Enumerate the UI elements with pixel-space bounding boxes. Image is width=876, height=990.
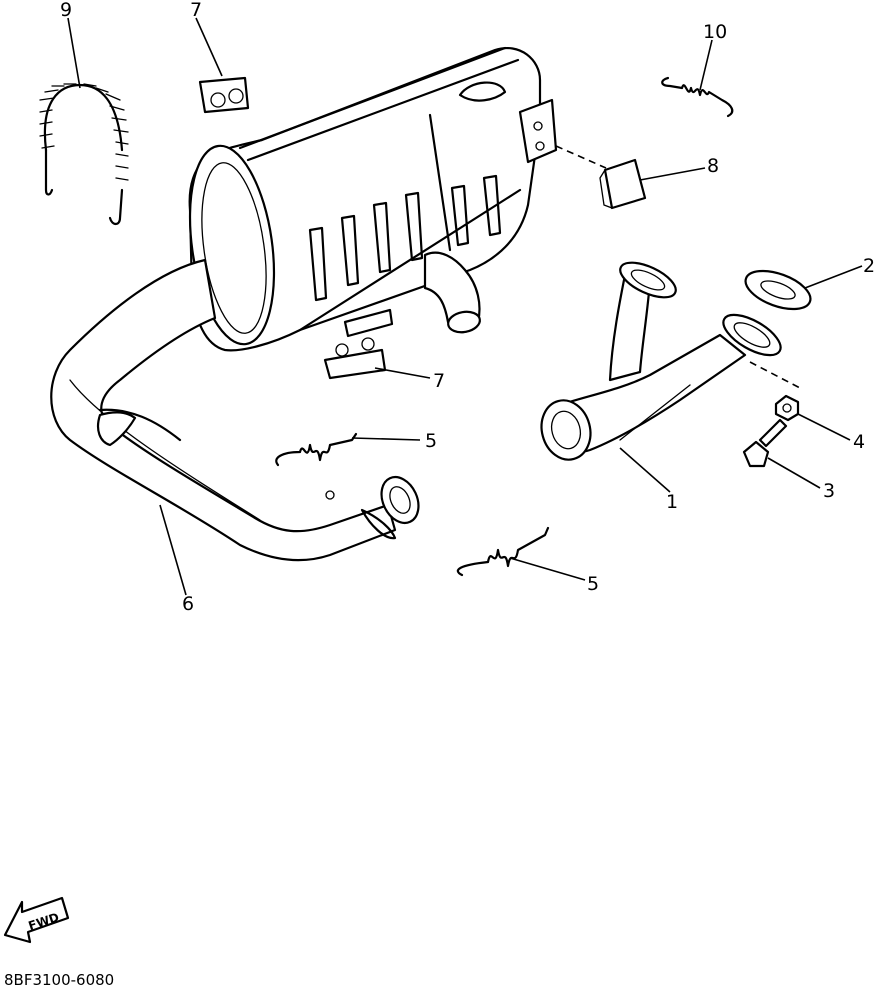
alignment-line-bolt (749, 361, 801, 389)
callout-7-lower: 7 (433, 370, 445, 392)
callout-10: 10 (703, 21, 727, 43)
damper-plate-lower (323, 337, 387, 380)
fwd-arrow-icon: FWD (3, 896, 70, 944)
heat-shield-slots (298, 174, 522, 332)
callout-9: 9 (60, 0, 72, 21)
spring-short (661, 76, 734, 118)
callout-1: 1 (666, 491, 678, 513)
spring-lower (456, 526, 550, 577)
exhaust-joint-pipe (540, 261, 782, 461)
callout-5-upper: 5 (425, 430, 437, 452)
callout-8: 8 (707, 155, 719, 177)
alignment-line-damper (555, 145, 607, 169)
spring-long (39, 83, 129, 226)
damper-block (599, 158, 647, 210)
leader-lines (67, 17, 863, 596)
gasket (744, 269, 812, 311)
nut (774, 394, 800, 422)
damper-plate-upper (198, 76, 250, 114)
spring-upper (275, 432, 358, 467)
diagram-code: 8BF3100-6080 (4, 971, 114, 989)
callout-5-lower: 5 (587, 573, 599, 595)
callout-7-upper: 7 (190, 0, 202, 21)
callout-6: 6 (182, 593, 194, 615)
callout-2: 2 (863, 255, 875, 277)
callout-4: 4 (853, 431, 865, 453)
bolt (742, 418, 788, 468)
callout-3: 3 (823, 480, 835, 502)
muffler-assembly (50, 46, 558, 562)
